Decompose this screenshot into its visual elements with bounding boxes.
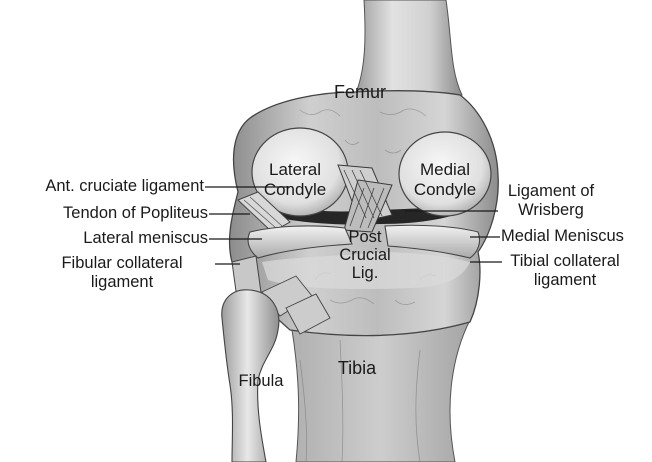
label-tendon-popliteus: Tendon of Popliteus <box>2 204 208 223</box>
label-ligament-wrisberg-line1: Ligament of <box>496 182 606 201</box>
label-lateral-condyle-line1: Lateral <box>252 160 338 180</box>
label-medial-condyle-line2: Condyle <box>400 180 490 200</box>
label-femur: Femur <box>321 83 399 102</box>
label-lateral-condyle: Lateral Condyle <box>252 160 338 200</box>
tibia-shaft <box>292 320 470 462</box>
label-fibular-collateral-line2: ligament <box>30 273 214 292</box>
label-ant-cruciate: Ant. cruciate ligament <box>2 177 204 196</box>
label-medial-meniscus: Medial Meniscus <box>501 227 624 246</box>
label-post-crucial-line1: Post <box>330 228 400 246</box>
label-lateral-condyle-line2: Condyle <box>252 180 338 200</box>
label-ligament-wrisberg: Ligament of Wrisberg <box>496 182 606 220</box>
label-fibular-collateral-line1: Fibular collateral <box>30 254 214 273</box>
label-ligament-wrisberg-line2: Wrisberg <box>496 201 606 220</box>
label-fibula: Fibula <box>224 372 298 391</box>
label-tibial-collateral: Tibial collateral ligament <box>500 252 630 290</box>
label-medial-condyle-line1: Medial <box>400 160 490 180</box>
label-tibial-collateral-line1: Tibial collateral <box>500 252 630 271</box>
label-lateral-meniscus: Lateral meniscus <box>2 229 208 248</box>
label-post-crucial-line3: Lig. <box>330 264 400 282</box>
label-medial-condyle: Medial Condyle <box>400 160 490 200</box>
label-post-crucial: Post Crucial Lig. <box>330 228 400 282</box>
label-tibial-collateral-line2: ligament <box>500 271 630 290</box>
label-tibia: Tibia <box>322 359 392 378</box>
label-post-crucial-line2: Crucial <box>330 246 400 264</box>
label-fibular-collateral: Fibular collateral ligament <box>30 254 214 292</box>
